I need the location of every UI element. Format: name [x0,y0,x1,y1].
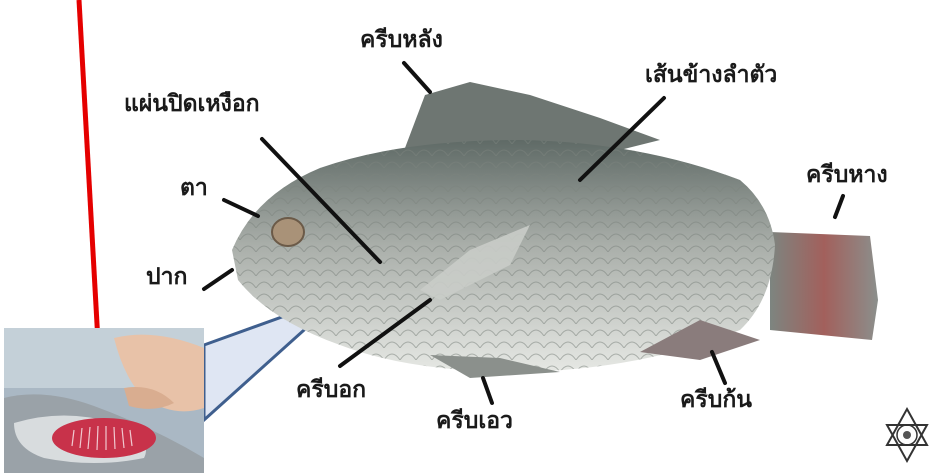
pointer-eye [224,200,258,216]
tail-fin-shape [770,232,878,340]
label-gill-cover: แผ่นปิดเหงือก [124,93,260,116]
gill-inset-photo [4,328,204,473]
label-mouth: ปาก [146,266,187,289]
label-dorsal-fin: ครีบหลัง [360,29,443,52]
red-arrow-shaft [79,0,100,378]
pointer-dorsal-fin [404,63,430,92]
fish-illustration [232,82,878,378]
pointer-mouth [204,270,232,289]
pointer-pelvic-fin [483,378,492,403]
label-eye: ตา [180,177,208,200]
label-tail-fin: ครีบหาง [806,164,888,187]
fish-eye-shape [272,218,304,246]
pointer-anal-fin [712,352,725,383]
label-pelvic-fin: ครีบเอว [436,410,513,433]
label-anal-fin: ครีบก้น [680,389,752,412]
label-pectoral-fin: ครีบอก [296,379,366,402]
label-lateral-line: เส้นข้างลำตัว [645,64,777,87]
pointer-tail-fin [835,196,843,217]
university-seal-icon [880,405,934,465]
